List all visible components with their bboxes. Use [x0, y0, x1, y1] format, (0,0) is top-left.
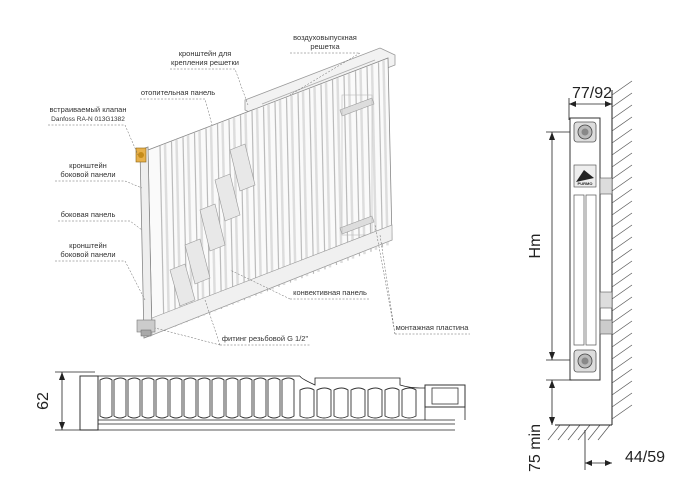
dim-top-width: 77/92	[572, 85, 612, 102]
section-fins-left	[99, 377, 295, 419]
label-side-panel: боковая панель	[61, 210, 116, 219]
label-grille-bracket-1: кронштейн для	[179, 49, 232, 58]
side-elevation: 77/92 Hm PURMO	[527, 80, 665, 472]
label-mounting-plate: монтажная пластина	[396, 323, 470, 332]
wall-hatch	[547, 80, 633, 441]
dim-wall-gap: 44/59	[625, 449, 665, 466]
brand-badge: PURMO	[578, 181, 593, 186]
label-valve-2: Danfoss RA-N 013G1382	[51, 116, 125, 123]
radiator-isometric	[135, 47, 396, 339]
label-grille-1: воздуховыпускная	[293, 33, 357, 42]
label-side-bracket-1b: боковой панели	[60, 170, 115, 179]
label-grille-bracket-2: крепления решетки	[171, 58, 239, 67]
dim-floor-gap: 75 min	[527, 424, 544, 472]
label-fitting: фитинг резьбовой G 1/2"	[222, 334, 309, 343]
label-convection-panel: конвективная панель	[293, 288, 367, 297]
fitting-icon	[136, 319, 156, 337]
label-side-bracket-2b: боковой панели	[60, 250, 115, 259]
section-view: 62	[35, 371, 466, 431]
dim-height-hm: Hm	[527, 234, 544, 259]
callout-labels: встраиваемый клапан Danfoss RA-N 013G138…	[48, 33, 470, 346]
label-grille-2: решетка	[310, 42, 340, 51]
label-side-bracket-2a: кронштейн	[69, 241, 107, 250]
label-heating-panel: отопительная панель	[141, 88, 215, 97]
cutaway-blocks	[169, 143, 256, 307]
section-fins-right	[299, 387, 417, 419]
label-valve-1: встраиваемый клапан	[50, 105, 127, 114]
dim-depth-62: 62	[35, 392, 52, 410]
label-side-bracket-1a: кронштейн	[69, 161, 107, 170]
valve-icon	[135, 147, 147, 163]
mounting-plate	[339, 94, 375, 236]
